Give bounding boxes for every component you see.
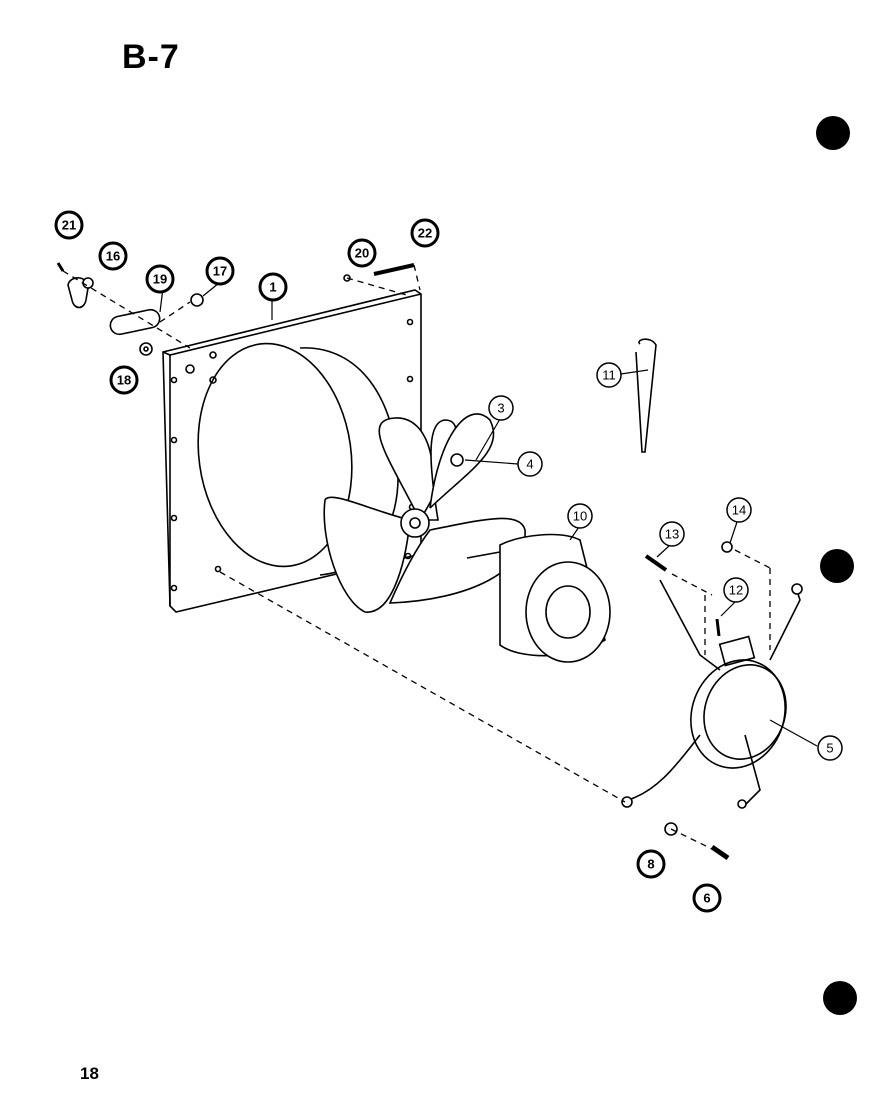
callout-20: 20 (347, 238, 377, 268)
callout-4: 4 (517, 451, 543, 477)
svg-text:5: 5 (826, 741, 833, 756)
svg-text:18: 18 (117, 373, 131, 388)
fan-blade (323, 413, 526, 613)
callout-8: 8 (636, 849, 666, 879)
callout-22: 22 (410, 218, 440, 248)
callout-13: 13 (659, 521, 685, 547)
svg-text:10: 10 (573, 509, 587, 524)
binder-hole-bottom (823, 981, 857, 1015)
svg-text:1: 1 (269, 280, 276, 295)
svg-text:16: 16 (106, 249, 120, 264)
svg-text:6: 6 (703, 891, 710, 906)
page-number: 18 (80, 1064, 99, 1083)
callout-5: 5 (817, 735, 843, 761)
svg-text:14: 14 (732, 503, 746, 518)
callout-11: 11 (596, 362, 622, 388)
svg-text:22: 22 (418, 226, 432, 241)
binder-hole-middle (820, 549, 854, 583)
svg-text:19: 19 (153, 272, 167, 287)
callout-3: 3 (488, 395, 514, 421)
callout-1: 1 (258, 272, 288, 302)
svg-text:3: 3 (497, 401, 504, 416)
hardware-parts (56, 262, 803, 861)
svg-text:17: 17 (213, 264, 227, 279)
svg-text:21: 21 (62, 218, 76, 233)
svg-text:4: 4 (526, 457, 533, 472)
callout-6: 6 (692, 883, 722, 913)
callout-17: 17 (205, 256, 235, 286)
motor-mount-bracket (627, 579, 801, 809)
svg-text:8: 8 (647, 857, 654, 872)
callout-12: 12 (723, 577, 749, 603)
svg-text:11: 11 (602, 368, 616, 383)
svg-text:12: 12 (729, 583, 743, 598)
binder-hole-top (816, 116, 850, 150)
assembly-lines (62, 264, 771, 850)
leader-lines (159, 282, 818, 747)
callout-14: 14 (726, 497, 752, 523)
section-title: B-7 (122, 38, 180, 76)
callout-21: 21 (54, 210, 84, 240)
svg-text:20: 20 (355, 246, 369, 261)
fan-motor (466, 533, 611, 663)
svg-text:13: 13 (665, 527, 679, 542)
callout-16: 16 (98, 241, 128, 271)
callout-19a: 19 (145, 264, 175, 294)
callout-10: 10 (567, 503, 593, 529)
callout-19b: 18 (109, 365, 139, 395)
